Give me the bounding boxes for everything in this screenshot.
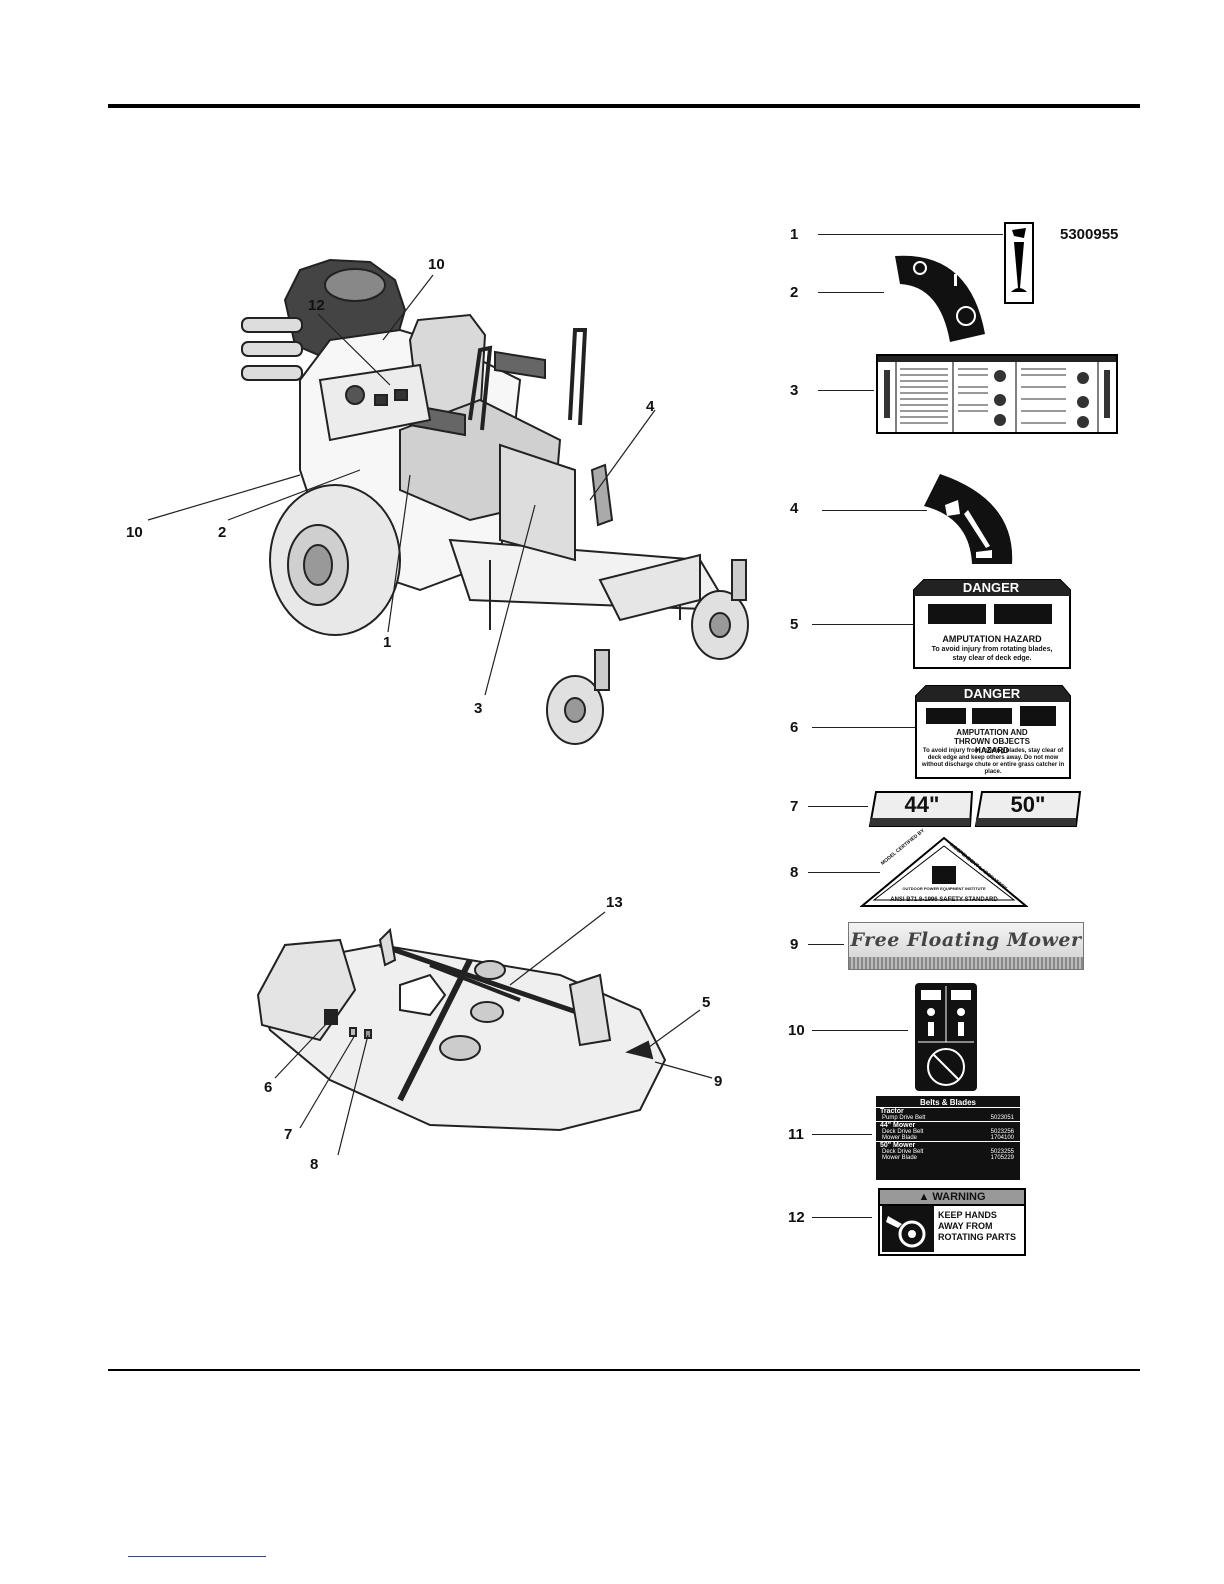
callout-1: 1 <box>383 634 392 651</box>
decal-5-danger-amputation: DANGER AMPUTATION HAZARD To avoid injury… <box>910 578 1072 670</box>
decal-10-safety-pictograms <box>915 983 977 1091</box>
decal-3-safety-instructions <box>876 354 1118 434</box>
decal-leader-6 <box>812 727 918 728</box>
lock-icon-2 <box>957 1008 965 1016</box>
thrown-objects-icon <box>926 706 1056 726</box>
opei-logo-icon <box>932 866 956 884</box>
decal-6-header: DANGER <box>963 686 1021 701</box>
deck-size-50: 50" <box>1010 792 1046 817</box>
decal-number-3: 3 <box>790 382 799 399</box>
decal-7-deck-size: 44" 50" <box>868 790 1084 828</box>
decal-9-free-floating-mower: Free Floating Mower <box>848 922 1084 970</box>
callout-3: 3 <box>474 700 483 717</box>
callout-10-left: 10 <box>126 524 143 541</box>
decal-leader-2 <box>818 292 884 293</box>
tractor-on-slope-icon <box>921 990 941 1000</box>
hand-pulley-icon <box>882 1206 934 1252</box>
decal-number-6: 6 <box>790 719 799 736</box>
callout-9: 9 <box>714 1073 723 1090</box>
decal-4-height-of-cut <box>924 474 1013 564</box>
decal-leader-3 <box>818 390 874 391</box>
mower-deck-illustration <box>256 911 713 1156</box>
callout-5: 5 <box>702 994 711 1011</box>
top-rule <box>108 104 1140 108</box>
callout-2: 2 <box>218 524 227 541</box>
bottom-rule <box>108 1369 1140 1371</box>
belts-row-2: 44" Mower <box>876 1121 1020 1129</box>
decal-5-body: To avoid injury from rotating blades, st… <box>931 646 1053 662</box>
decal-number-7: 7 <box>790 798 799 815</box>
callout-13: 13 <box>606 894 623 911</box>
decal-leader-7 <box>808 806 868 807</box>
decal-leader-8 <box>808 872 880 873</box>
decal-number-4: 4 <box>790 500 799 517</box>
decal-number-5: 5 <box>790 616 799 633</box>
decal-leader-11 <box>812 1134 872 1135</box>
turtle-icon <box>1011 288 1027 292</box>
tractor-icon <box>951 990 971 1000</box>
decal-8-standard: ANSI B71.8-1996 SAFETY STANDARD <box>890 897 998 903</box>
off-icon <box>913 261 927 275</box>
blade-hazard-icon <box>928 604 1052 624</box>
decal-12-line-2: AWAY FROM <box>938 1221 993 1231</box>
callout-8: 8 <box>310 1156 319 1173</box>
decal-8-certification: MODEL CERTIFIED BY INDEPENDENT LABORATOR… <box>860 828 1028 908</box>
lock-icon <box>927 1008 935 1016</box>
decal-leader-10 <box>812 1030 908 1031</box>
callout-4: 4 <box>646 398 655 415</box>
decal-leader-1 <box>818 234 1003 235</box>
decal-number-1: 1 <box>790 226 799 243</box>
decal-leader-4 <box>822 510 927 511</box>
decal-11-tractor: Tractor <box>880 1108 904 1115</box>
callout-12: 12 <box>308 297 325 314</box>
decal-number-9: 9 <box>790 936 799 953</box>
grass-high-icon <box>945 500 960 516</box>
grass-pattern <box>849 957 1083 969</box>
decal-12-warning-rotating-parts: ▲ WARNING KEEP HANDS AWAY FROM ROTATING … <box>878 1188 1026 1256</box>
decal-1-throttle-strip <box>1004 222 1034 304</box>
decal-number-8: 8 <box>790 864 799 881</box>
belts-row-5: 50" Mower <box>876 1141 1020 1149</box>
deck-size-44: 44" <box>904 792 940 817</box>
rabbit-icon <box>1012 228 1026 238</box>
decal-9-text: Free Floating Mower <box>850 929 1082 951</box>
on-icon <box>954 274 957 286</box>
decal-number-2: 2 <box>790 284 799 301</box>
part-number: 5300955 <box>1060 226 1119 243</box>
decal-12-header: ▲ WARNING <box>880 1190 1024 1206</box>
decal-leader-9 <box>808 944 844 945</box>
decal-12-line-1: KEEP HANDS <box>938 1210 997 1220</box>
decal-5-title: AMPUTATION HAZARD <box>942 634 1042 644</box>
decal-leader-12 <box>812 1217 872 1218</box>
decal-5-header: DANGER <box>962 580 1020 595</box>
callout-10-top: 10 <box>428 256 445 273</box>
decal-8-institute: OUTDOOR POWER EQUIPMENT INSTITUTE <box>902 886 986 891</box>
decal-number-12: 12 <box>788 1209 805 1226</box>
decal-6-danger-thrown-objects: DANGER AMPUTATION AND THROWN OBJECTS HAZ… <box>912 684 1072 780</box>
decal-6-title: AMPUTATION AND THROWN OBJECTS HAZARD <box>954 728 1030 755</box>
decal-11-title: Belts & Blades <box>876 1096 1020 1108</box>
tractor-illustration <box>147 258 749 745</box>
decal-leader-5 <box>812 624 924 625</box>
decal-number-10: 10 <box>788 1022 805 1039</box>
callout-6: 6 <box>264 1079 273 1096</box>
footer-link-underline <box>128 1556 266 1557</box>
grass-low-icon <box>976 550 992 558</box>
decal-number-11: 11 <box>788 1126 804 1143</box>
no-riders-icon <box>927 1048 965 1086</box>
start-icon <box>956 306 976 326</box>
decal-6-body: To avoid injury from rotating blades, st… <box>921 748 1065 775</box>
decal-12-line-3: ROTATING PARTS <box>938 1232 1016 1242</box>
decal-2-ignition-arc <box>895 255 985 342</box>
callout-7: 7 <box>284 1126 293 1143</box>
